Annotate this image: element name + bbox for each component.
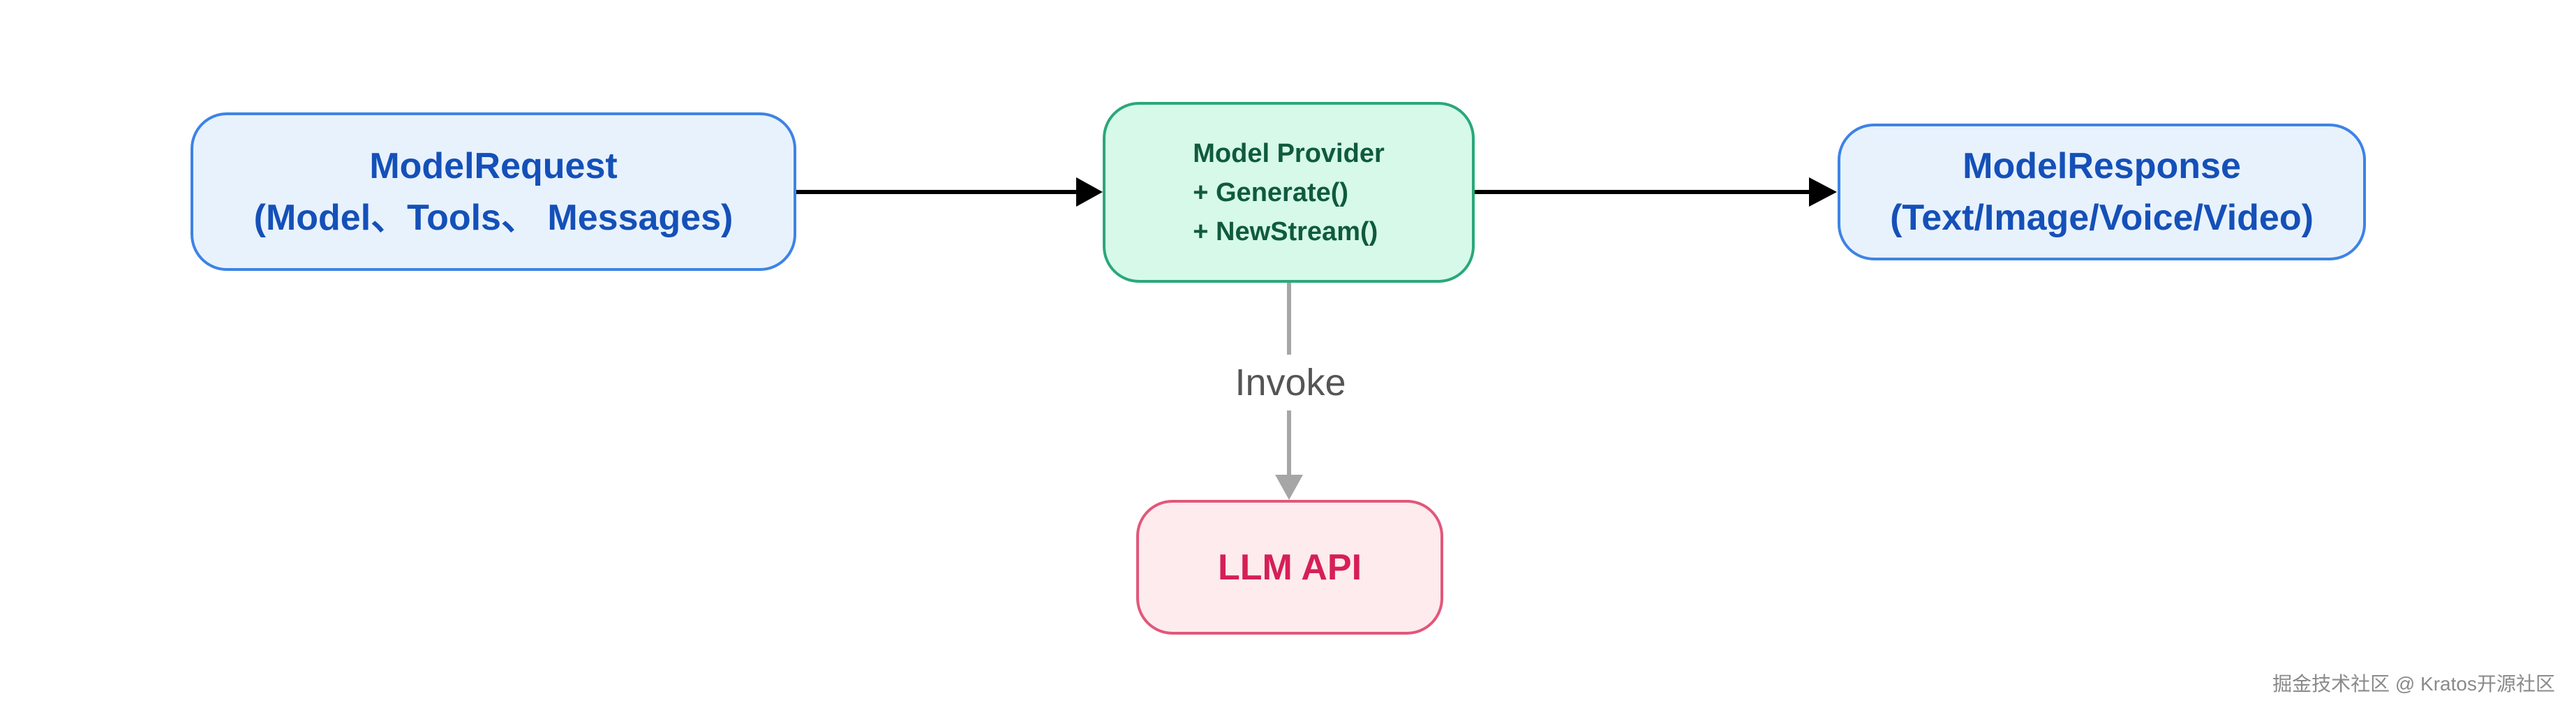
model-response-node: ModelResponse (Text/Image/Voice/Video) bbox=[1838, 124, 2366, 260]
arrow-request-to-provider bbox=[796, 177, 1103, 207]
model-response-title: ModelResponse bbox=[1963, 146, 2241, 186]
invoke-label: Invoke bbox=[1217, 355, 1364, 411]
arrow-provider-to-response bbox=[1475, 177, 1837, 207]
model-provider-node: Model Provider + Generate() + NewStream(… bbox=[1103, 102, 1475, 283]
model-response-types: (Text/Image/Voice/Video) bbox=[1890, 198, 2314, 238]
model-request-title: ModelRequest bbox=[369, 145, 618, 186]
model-provider-title: Model Provider bbox=[1193, 138, 1385, 168]
model-request-node: ModelRequest (Model、Tools、 Messages) bbox=[191, 112, 796, 271]
newstream-method: + NewStream() bbox=[1193, 216, 1378, 246]
model-request-params: (Model、Tools、 Messages) bbox=[253, 197, 734, 238]
llm-api-node: LLM API bbox=[1136, 500, 1443, 635]
watermark: 掘金技术社区 @ Kratos开源社区 bbox=[2272, 673, 2555, 695]
llm-api-label: LLM API bbox=[1217, 547, 1362, 588]
generate-method: + Generate() bbox=[1193, 177, 1349, 207]
